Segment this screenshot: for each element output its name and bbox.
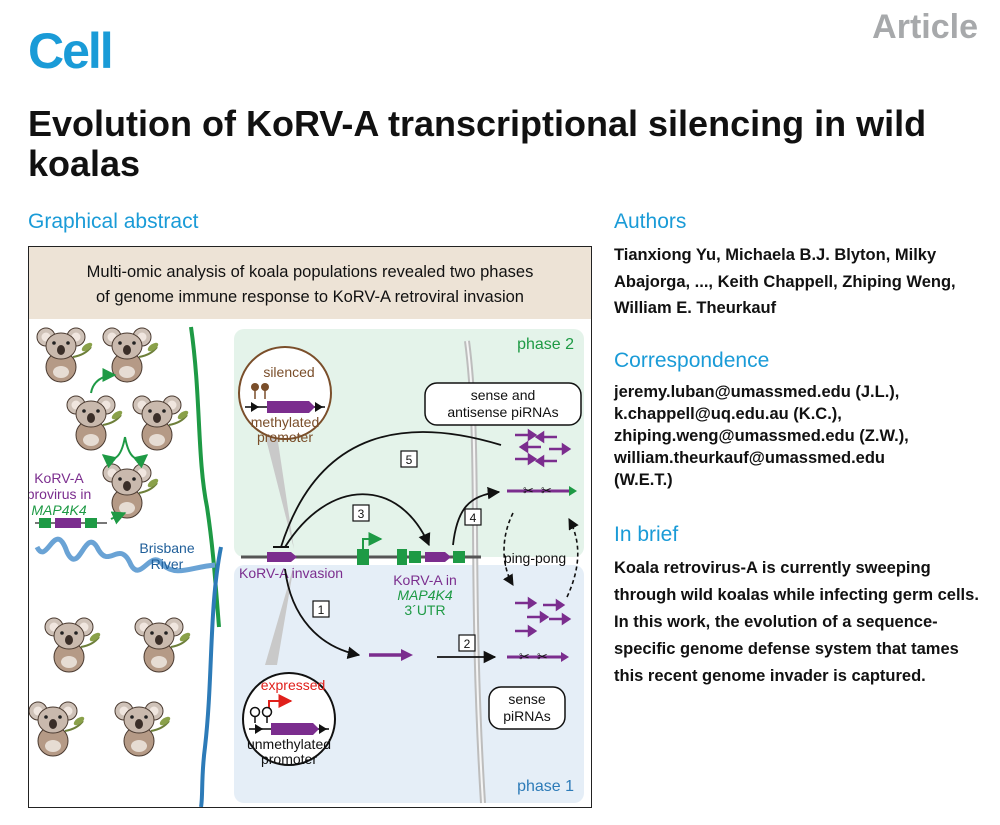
river-label: River — [151, 556, 184, 572]
cell-logo: Cell — [28, 23, 114, 79]
funnel-upper — [265, 435, 294, 549]
provirus-label: KoRV-A — [34, 470, 84, 486]
step4-arrow — [452, 486, 501, 546]
step-box-4: 4 — [464, 508, 482, 526]
koala-icon — [66, 395, 125, 451]
svg-text:2: 2 — [464, 637, 471, 651]
unmethylated-label: unmethylated — [247, 736, 331, 752]
map4k4-gene — [357, 532, 465, 565]
sense-pirna-label: piRNAs — [503, 708, 550, 724]
unmethyl-marks — [249, 706, 273, 723]
korv-insertion — [267, 552, 297, 562]
sense-antisense-label: antisense piRNAs — [447, 404, 558, 420]
koala-icon — [102, 327, 161, 383]
svg-text:1: 1 — [318, 603, 325, 617]
phase2-label: phase 2 — [517, 336, 574, 353]
authors-list: Tianxiong Yu, Michaela B.J. Blyton, Milk… — [614, 246, 956, 317]
correspondence-email[interactable]: william.theurkauf@umassmed.edu — [614, 449, 885, 467]
methyl-marks — [251, 383, 269, 399]
unmethylated-construct — [249, 723, 329, 735]
koala-icon — [134, 617, 193, 673]
sense-pirna-label: sense — [508, 691, 546, 707]
koala-icon — [36, 327, 95, 383]
correspondence-email[interactable]: zhiping.weng@umassmed.edu (Z.W.), — [614, 427, 909, 445]
koala-icon — [102, 463, 161, 519]
in-brief-text: Koala retrovirus-A is currently sweeping… — [614, 559, 979, 685]
svg-text:5: 5 — [406, 453, 413, 467]
step5-arrow — [280, 431, 502, 548]
korv-in-label: KoRV-A in — [393, 572, 457, 588]
provirus-label: provirus in — [29, 486, 91, 502]
korv-invasion-label: KoRV-A invasion — [239, 565, 343, 581]
sense-antisense-box — [424, 382, 582, 426]
correspondence-heading: Correspondence — [614, 349, 770, 372]
graphical-abstract-figure: Multi-omic analysis of koala populations… — [28, 246, 592, 808]
provirus-gene-label: MAP4K4 — [31, 502, 86, 518]
svg-text:✂: ✂ — [541, 483, 552, 498]
step1-arrow — [284, 568, 361, 659]
pirna-cluster-phase1 — [515, 596, 572, 638]
correspondence-email[interactable]: jeremy.luban@umassmed.edu (J.L.), — [614, 383, 900, 401]
svg-text:✂: ✂ — [537, 649, 548, 664]
sense-antisense-label: sense and — [471, 387, 536, 403]
methylated-label: promoter — [257, 429, 313, 445]
ping-pong-down — [503, 512, 514, 586]
authors-section: Authors Tianxiong Yu, Michaela B.J. Blyt… — [614, 210, 986, 322]
ping-pong-label: ping-pong — [504, 550, 566, 566]
phase1-label: phase 1 — [517, 778, 574, 795]
river-line — [199, 546, 223, 807]
silenced-construct — [245, 401, 325, 413]
step-box-2: 2 — [458, 634, 476, 652]
svg-text:✂: ✂ — [519, 649, 530, 664]
sense-pirna-box — [488, 686, 566, 730]
step-box-1: 1 — [312, 600, 330, 618]
article-type-label: Article — [872, 8, 978, 46]
methylated-label: methylated — [251, 414, 319, 430]
korv-in-utr-label: 3´UTR — [404, 602, 445, 618]
graphical-abstract-heading: Graphical abstract — [28, 210, 199, 233]
expressed-label: expressed — [261, 677, 326, 693]
cleaved-transcript-phase1: ✂ ✂ — [507, 649, 569, 664]
brisbane-river — [34, 536, 216, 574]
caption-line-2: of genome immune response to KoRV-A retr… — [96, 288, 524, 306]
correspondence-initials: (W.E.T.) — [614, 471, 673, 489]
caption-line-1: Multi-omic analysis of koala populations… — [87, 263, 534, 281]
correspondence-email[interactable]: k.chappell@uq.edu.au (K.C.), — [614, 405, 842, 423]
article-title: Evolution of KoRV-A transcriptional sile… — [28, 103, 927, 184]
cleaved-transcript-phase2: ✂ ✂ — [507, 483, 577, 498]
step3-arrow — [284, 493, 431, 548]
authors-heading: Authors — [614, 210, 687, 233]
river-label: Brisbane — [139, 540, 194, 556]
step-box-3: 3 — [352, 504, 370, 522]
unmethylated-label: promoter — [261, 751, 317, 767]
step-box-5: 5 — [400, 450, 418, 468]
expressed-promoter-circle — [242, 672, 336, 766]
provirus-construct — [35, 518, 107, 528]
caption-banner — [29, 247, 591, 319]
funnel-lower — [265, 565, 294, 665]
koala-icon — [44, 617, 103, 673]
koala-icon — [132, 395, 191, 451]
in-brief-heading: In brief — [614, 523, 679, 546]
svg-text:✂: ✂ — [523, 483, 534, 498]
silenced-label: silenced — [263, 364, 314, 380]
correspondence-section: Correspondence jeremy.luban@umassmed.edu… — [614, 349, 986, 491]
in-brief-section: In brief Koala retrovirus-A is currently… — [614, 523, 986, 690]
svg-text:4: 4 — [470, 511, 477, 525]
koala-icon — [114, 701, 173, 757]
ping-pong-up — [566, 518, 579, 598]
silenced-promoter-circle — [238, 346, 332, 440]
svg-text:3: 3 — [358, 507, 365, 521]
koala-icon — [29, 701, 87, 757]
korv-in-gene-label: MAP4K4 — [397, 587, 452, 603]
pirna-cluster-phase2 — [515, 428, 572, 468]
